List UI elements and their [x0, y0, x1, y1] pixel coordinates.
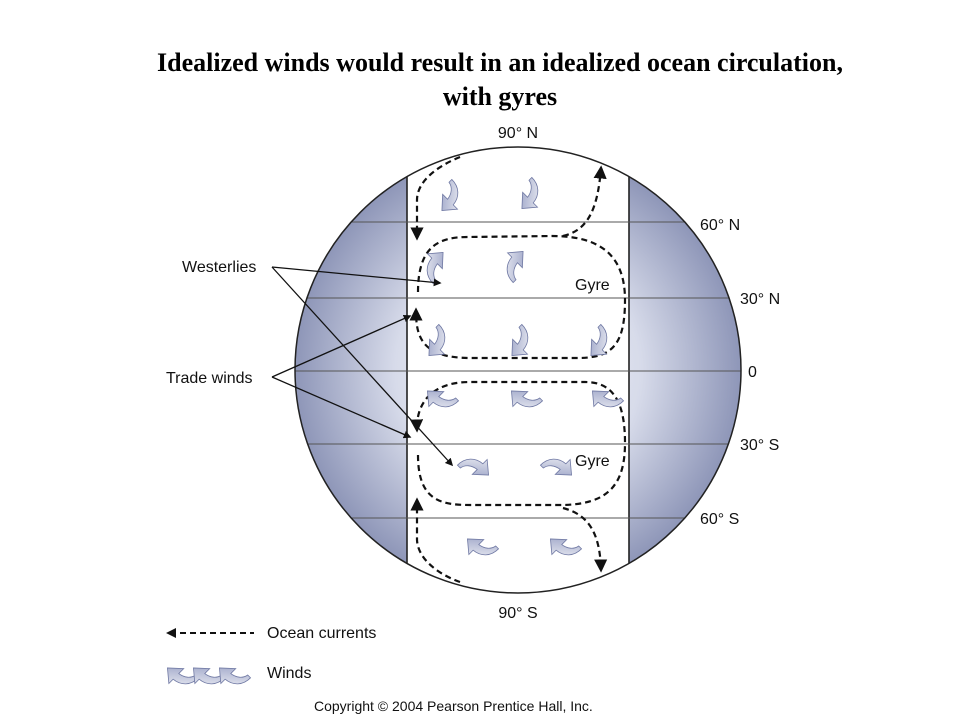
label-60s: 60° S	[700, 511, 739, 528]
leader-trade-south	[271, 376, 412, 439]
diagram-title: Idealized winds would result in an ideal…	[0, 46, 960, 114]
callout-leaders	[271, 266, 454, 467]
label-90s: 90° S	[498, 605, 537, 622]
copyright-notice: Copyright © 2004 Pearson Prentice Hall, …	[314, 698, 593, 714]
globe	[294, 146, 742, 594]
legend: Ocean currents Winds	[159, 625, 376, 696]
current-polar-south-west	[410, 497, 461, 584]
current-polar-north-west	[410, 155, 461, 241]
legend-winds: Winds	[267, 665, 311, 682]
label-90n: 90° N	[498, 125, 538, 142]
title-line-2: with gyres	[442, 82, 558, 111]
label-equator: 0	[748, 364, 757, 381]
label-gyre-south: Gyre	[575, 453, 610, 470]
label-gyre-north: Gyre	[575, 277, 610, 294]
legend-wind-arrow-3	[211, 656, 251, 696]
leader-westerlies-south	[271, 266, 454, 467]
label-30s: 30° S	[740, 437, 779, 454]
legend-wind-arrow-2	[185, 656, 225, 696]
label-westerlies: Westerlies	[182, 259, 256, 276]
leader-trade-north	[271, 314, 412, 378]
label-60n: 60° N	[700, 217, 740, 234]
ocean-basin	[407, 147, 629, 593]
legend-wind-arrow-1	[159, 656, 199, 696]
globe-outline	[294, 146, 742, 594]
current-polar-north-east	[562, 165, 607, 238]
legend-wind-icons	[159, 656, 251, 696]
gyre-south-current	[409, 380, 627, 507]
title-line-1: Idealized winds would result in an ideal…	[157, 48, 843, 77]
label-trade-winds: Trade winds	[166, 370, 253, 387]
legend-current-arrowhead	[166, 628, 176, 638]
basin-edges	[406, 147, 630, 593]
label-30n: 30° N	[740, 291, 780, 308]
legend-ocean-currents: Ocean currents	[267, 625, 376, 642]
leader-westerlies-north	[271, 266, 442, 287]
latitude-labels: 90° N 60° N 30° N 0 30° S 60° S 90° S	[498, 125, 780, 622]
